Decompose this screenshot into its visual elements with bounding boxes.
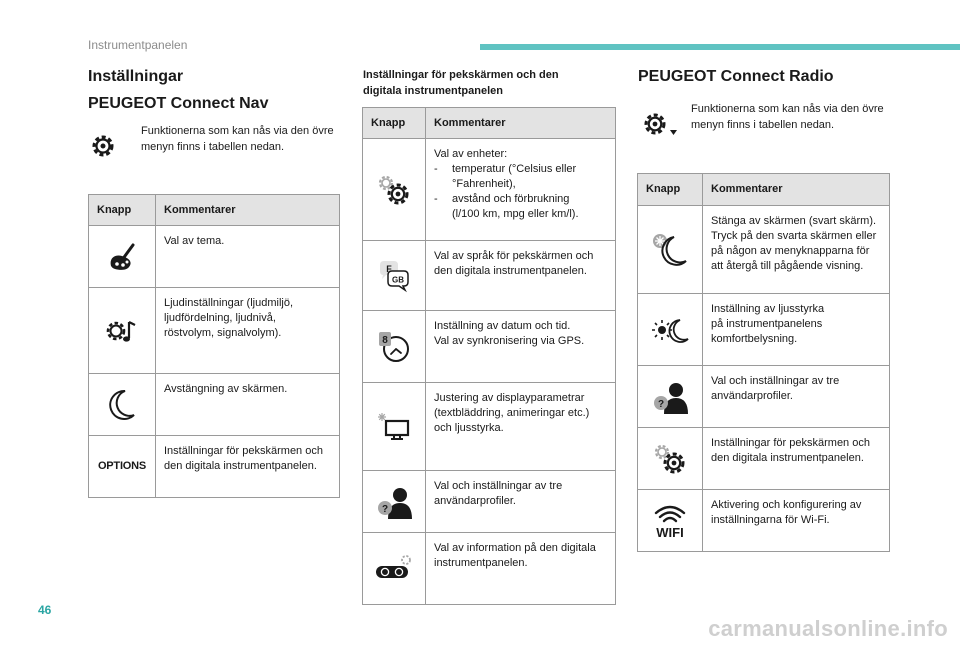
display-icon bbox=[362, 382, 426, 471]
user-profile-icon: ? bbox=[362, 470, 426, 533]
col-header-knapp: Knapp bbox=[88, 194, 156, 226]
row-text: den digitala instrumentpanelen. bbox=[711, 452, 864, 464]
header-accent-bar bbox=[480, 44, 960, 50]
table-row: WIFI Aktivering och konfigurering av ins… bbox=[637, 489, 890, 552]
brightness-icon bbox=[637, 293, 703, 366]
title-line: digitala instrumentpanelen bbox=[363, 85, 503, 97]
row-text: användarprofiler. bbox=[711, 390, 793, 402]
bullet-dash: - bbox=[434, 193, 438, 205]
question-mark: ? bbox=[658, 399, 664, 410]
nav-settings-table: Knapp Kommentarer Val av tema. bbox=[88, 194, 340, 498]
language-icon-gb: GB bbox=[392, 275, 404, 284]
row-text: temperatur (°Celsius eller bbox=[452, 163, 577, 175]
row-text: Inställning av ljusstyrka bbox=[711, 303, 825, 315]
row-text: (textbläddring, animeringar etc.) bbox=[434, 407, 590, 419]
table-row: OPTIONS Inställningar för pekskärmen och… bbox=[88, 435, 340, 498]
moon-icon bbox=[88, 373, 156, 436]
row-text: röstvolym, signalvolym). bbox=[164, 327, 282, 339]
page-title: Inställningar bbox=[88, 68, 184, 85]
row-text: Val av synkronisering via GPS. bbox=[434, 335, 585, 347]
row-text: Inställning av datum och tid. bbox=[434, 320, 571, 332]
row-text: och ljusstyrka. bbox=[434, 422, 504, 434]
table-row: Val av enheter: - temperatur (°Celsius e… bbox=[362, 138, 616, 241]
row-text: den digitala instrumentpanelen. bbox=[164, 460, 317, 472]
radio-settings-table: Knapp Kommentarer Stänga av skärmen (sva… bbox=[637, 173, 890, 552]
settings-gear-icon bbox=[88, 131, 118, 161]
row-text: att återgå till pågående visning. bbox=[711, 260, 864, 272]
nav-intro-text: Funktionerna som kan nås via den övre me… bbox=[141, 125, 334, 153]
row-text: inställningarna för Wi-Fi. bbox=[711, 514, 830, 526]
wifi-icon-label: WIFI bbox=[656, 525, 683, 540]
title-line: Inställningar för pekskärmen och den bbox=[363, 69, 559, 81]
col-header-knapp: Knapp bbox=[362, 107, 426, 139]
row-text: Tryck på den svarta skärmen eller bbox=[711, 230, 877, 242]
table-row: Avstängning av skärmen. bbox=[88, 373, 340, 436]
row-text: Inställningar för pekskärmen och bbox=[711, 437, 870, 449]
row-text: på någon av menyknapparna för bbox=[711, 245, 870, 257]
settings-music-icon bbox=[88, 287, 156, 374]
table-row: Ljudinställningar (ljudmiljö, ljudfördel… bbox=[88, 287, 340, 374]
table-row: 8 Inställning av datum och tid. Val av s… bbox=[362, 310, 616, 383]
table-row: ? Val och inställningar av tre användarp… bbox=[637, 365, 890, 428]
language-icon: F GB bbox=[362, 240, 426, 311]
table-row: Inställningar för pekskärmen och den dig… bbox=[637, 427, 890, 490]
language-icon-f: F bbox=[386, 264, 392, 274]
row-text: Ljudinställningar (ljudmiljö, bbox=[164, 297, 294, 309]
instrument-cluster-icon bbox=[362, 532, 426, 605]
row-text: ljudfördelning, ljudnivå, bbox=[164, 312, 276, 324]
row-text: Val och inställningar av tre bbox=[711, 375, 840, 387]
table-row: Justering av displayparametrar (textbläd… bbox=[362, 382, 616, 471]
row-text: den digitala instrumentpanelen. bbox=[434, 265, 587, 277]
question-mark: ? bbox=[382, 504, 388, 515]
row-text: (l/100 km, mpg eller km/l). bbox=[452, 208, 579, 220]
col-header-knapp: Knapp bbox=[637, 173, 703, 206]
calendar-day: 8 bbox=[382, 335, 388, 346]
col-header-kommentarer: Kommentarer bbox=[702, 173, 890, 206]
bullet-dash: - bbox=[434, 163, 438, 175]
radio-intro-text: Funktionerna som kan nås via den övre me… bbox=[691, 103, 884, 131]
row-text: Val av information på den digitala bbox=[434, 542, 596, 554]
col-header-kommentarer: Kommentarer bbox=[425, 107, 616, 139]
row-text: instrumentpanelen. bbox=[434, 557, 528, 569]
row-text: avstånd och förbrukning bbox=[452, 193, 570, 205]
nav-section-title: PEUGEOT Connect Nav bbox=[88, 95, 269, 112]
table-row: ? Val och inställningar av tre användarp… bbox=[362, 470, 616, 533]
row-text: användarprofiler. bbox=[434, 495, 516, 507]
table-row: Val av information på den digitala instr… bbox=[362, 532, 616, 605]
wifi-icon: WIFI bbox=[637, 489, 703, 552]
settings-gear-icon bbox=[640, 108, 680, 140]
user-profile-icon: ? bbox=[637, 365, 703, 428]
double-gear-icon bbox=[362, 138, 426, 241]
row-text: Avstängning av skärmen. bbox=[164, 383, 288, 395]
row-text: Val av enheter: bbox=[434, 148, 508, 160]
options-icon: OPTIONS bbox=[88, 435, 156, 498]
row-text: Inställningar för pekskärmen och bbox=[164, 445, 323, 457]
table-row: Val av tema. bbox=[88, 225, 340, 288]
row-text: på instrumentpanelens bbox=[711, 318, 823, 330]
row-text: Justering av displayparametrar bbox=[434, 392, 585, 404]
row-text: komfortbelysning. bbox=[711, 333, 798, 345]
options-icon-label: OPTIONS bbox=[97, 460, 147, 472]
row-text: Stänga av skärmen (svart skärm). bbox=[711, 215, 877, 227]
clock-calendar-icon: 8 bbox=[362, 310, 426, 383]
double-gear-icon bbox=[637, 427, 703, 490]
row-text: Aktivering och konfigurering av bbox=[711, 499, 862, 511]
table-row: Inställning av ljusstyrka på instrumentp… bbox=[637, 293, 890, 366]
row-text: Val av språk för pekskärmen och bbox=[434, 250, 594, 262]
row-text: Val av tema. bbox=[164, 235, 225, 247]
section-header: Instrumentpanelen bbox=[88, 38, 188, 52]
screen-off-icon bbox=[637, 205, 703, 294]
table-row: Stänga av skärmen (svart skärm). Tryck p… bbox=[637, 205, 890, 294]
touchscreen-settings-table: Knapp Kommentarer Val av enheter: - temp… bbox=[362, 107, 616, 605]
table-row: F GB Val av språk för pekskärmen och den… bbox=[362, 240, 616, 311]
watermark-text: carmanualsonline.info bbox=[708, 616, 948, 641]
touchscreen-settings-title: Inställningar för pekskärmen och den dig… bbox=[363, 67, 559, 99]
palette-icon bbox=[88, 225, 156, 288]
page-number: 46 bbox=[38, 603, 52, 617]
row-text: Val och inställningar av tre bbox=[434, 480, 563, 492]
radio-section-title: PEUGEOT Connect Radio bbox=[638, 68, 834, 85]
row-text: °Fahrenheit), bbox=[452, 178, 516, 190]
col-header-kommentarer: Kommentarer bbox=[155, 194, 340, 226]
